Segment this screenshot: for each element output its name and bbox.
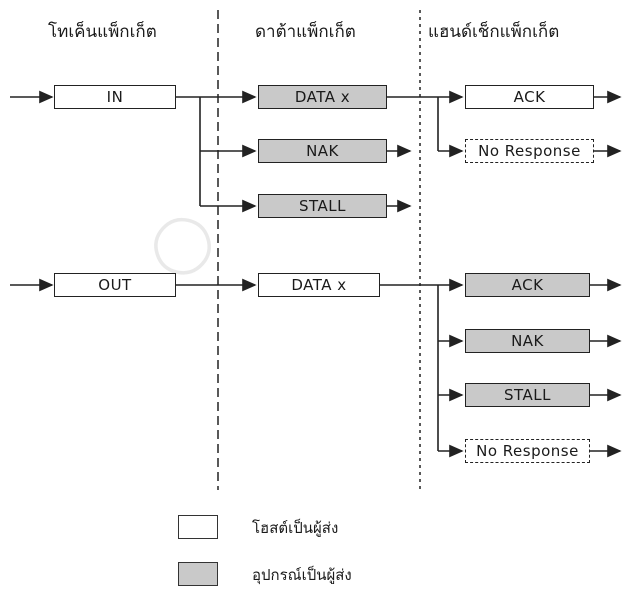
legend-label-host: โฮสต์เป็นผู้ส่ง [252,516,338,540]
handshake-box-in-noresponse: No Response [465,139,594,163]
legend-swatch-host [178,515,218,539]
data-box-in-data: DATA x [258,85,387,109]
handshake-box-out-ack: ACK [465,273,590,297]
data-box-in-nak: NAK [258,139,387,163]
handshake-box-out-nak: NAK [465,329,590,353]
data-box-out-data: DATA x [258,273,380,297]
handshake-box-in-ack: ACK [465,85,594,109]
data-box-in-stall: STALL [258,194,387,218]
legend-swatch-device [178,562,218,586]
legend-label-device: อุปกรณ์เป็นผู้ส่ง [252,563,352,587]
handshake-box-out-stall: STALL [465,383,590,407]
token-box-in: IN [54,85,176,109]
token-box-out: OUT [54,273,176,297]
handshake-box-out-noresponse: No Response [465,439,590,463]
